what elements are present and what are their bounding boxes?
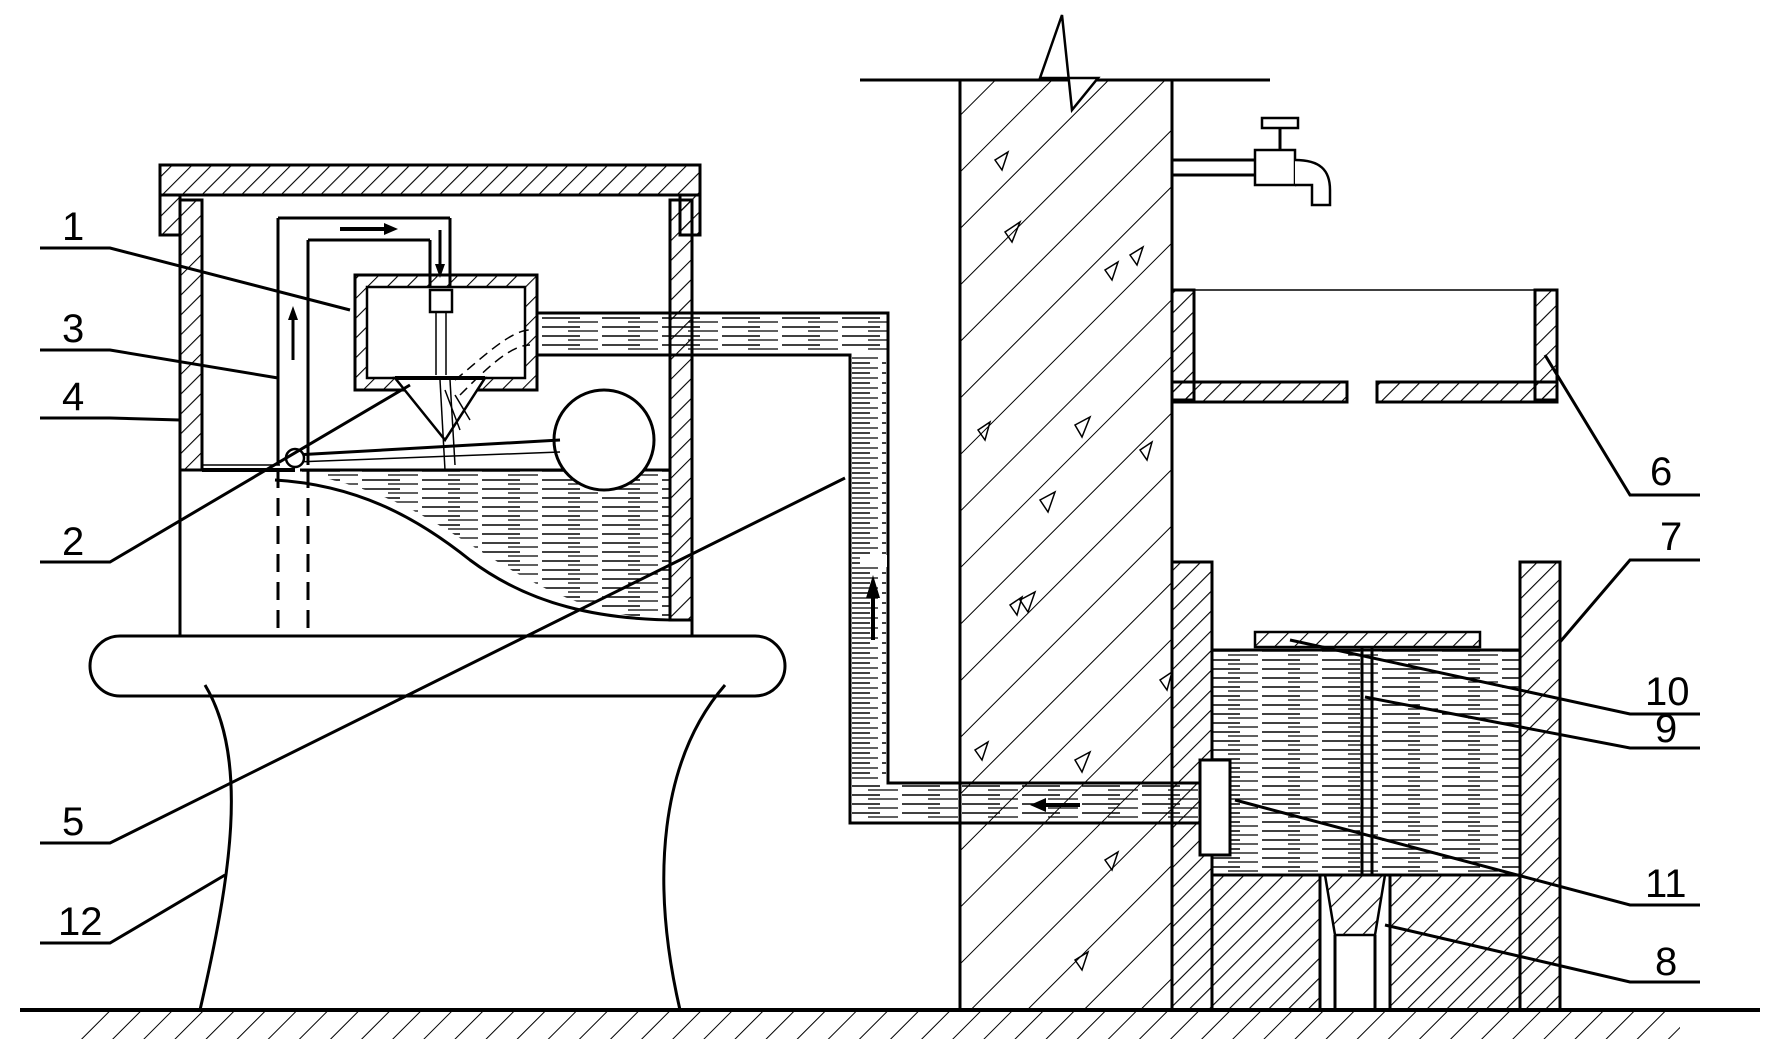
callout-12: 12	[58, 900, 103, 944]
callout-3: 3	[62, 307, 84, 351]
callout-2: 2	[62, 520, 84, 564]
callout-6: 6	[1650, 450, 1672, 494]
callout-8: 8	[1655, 940, 1677, 984]
dispenser-box	[353, 273, 539, 471]
cistern	[158, 163, 702, 636]
tank-water	[274, 468, 681, 622]
faucet	[1172, 116, 1332, 207]
callout-9: 9	[1655, 707, 1677, 751]
callout-1: 1	[62, 205, 84, 249]
callout-5: 5	[62, 800, 84, 844]
callout-11: 11	[1645, 862, 1687, 906]
leader-lines	[40, 246, 1700, 984]
overflow-tubes	[276, 216, 452, 636]
callout-7: 7	[1660, 515, 1682, 559]
wash-basin	[1170, 288, 1559, 404]
callout-4: 4	[62, 375, 84, 419]
callout-labels: 1 2 3 4 5 6 7 8 9 10 11 12	[58, 205, 1690, 984]
float-valve	[284, 388, 656, 492]
callout-10: 10	[1645, 670, 1690, 714]
collection-box	[1170, 560, 1562, 1012]
concrete-wall	[860, 14, 1270, 1012]
toilet-bowl	[88, 634, 787, 1011]
ground	[20, 1008, 1760, 1039]
